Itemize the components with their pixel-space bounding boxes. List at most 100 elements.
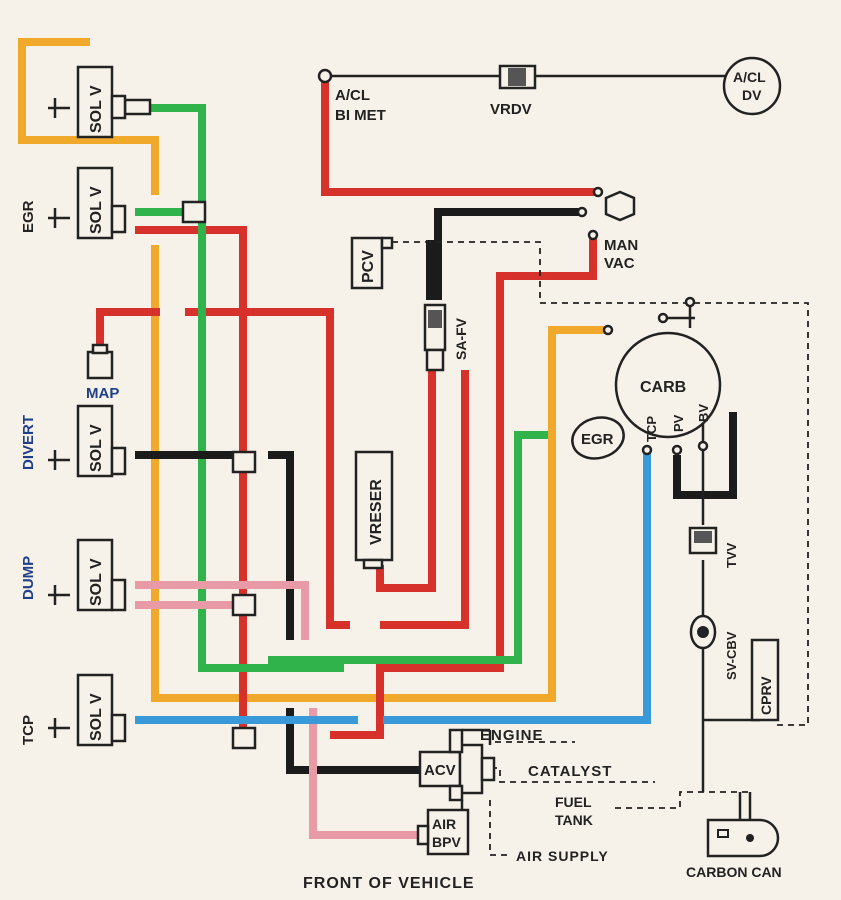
pcv-body	[350, 236, 384, 290]
sv-cbv-valve[interactable]: SV-CBV	[689, 614, 739, 680]
solenoid-valve-1[interactable]: SOL V	[76, 65, 127, 139]
acv-label: ACV	[424, 762, 456, 779]
carbon-can-label: CARBON CAN	[686, 864, 782, 880]
acl-dv-body	[722, 56, 782, 116]
port-icon	[602, 324, 614, 336]
acv-valve[interactable]: ACV	[418, 728, 496, 802]
sa-fv-valve[interactable]: SA-FV	[423, 303, 469, 372]
vreser-label: VRESER	[368, 479, 385, 545]
acv-outlet-port	[480, 756, 496, 782]
vreser-body	[354, 450, 394, 562]
solenoid-body	[76, 404, 114, 478]
manifold-vacuum-fitting[interactable]: MAN VAC	[576, 186, 638, 272]
vreser-port	[362, 558, 384, 570]
acv-top-port	[448, 728, 464, 754]
tvv-label: TVV	[724, 542, 739, 568]
acv-outlet	[458, 743, 484, 795]
sa-fv-label: SA-FV	[453, 317, 469, 360]
black-hose	[673, 412, 737, 499]
tee-connector	[231, 726, 257, 750]
sol-v-label: SOL V	[88, 85, 105, 133]
acl-dv-label-1: A/CL	[733, 69, 766, 85]
egr-valve-body	[571, 416, 625, 460]
solenoid-valve-divert[interactable]: SOL V	[76, 404, 127, 478]
green-hose	[150, 104, 344, 672]
cprv-valve[interactable]: CPRV	[750, 638, 780, 722]
map-sensor-port	[91, 343, 109, 355]
red-hose	[330, 238, 597, 739]
dashed-line	[615, 791, 750, 809]
port-icon	[576, 206, 588, 218]
carb-port-bv: BV	[696, 404, 711, 422]
egr-valve-label: EGR	[581, 431, 614, 448]
solenoid-valve-egr[interactable]: SOL V	[76, 166, 127, 240]
solenoid-body	[76, 538, 114, 612]
red-hose	[96, 308, 160, 355]
port-icon	[671, 444, 683, 456]
tvv-valve[interactable]: TVV	[688, 526, 739, 568]
blue-hose	[383, 450, 651, 724]
egr-side-label: EGR	[20, 200, 37, 233]
solenoid-port	[110, 578, 127, 612]
air-bpv-port	[416, 824, 430, 846]
engine-label: ENGINE	[480, 727, 544, 744]
acl-bimet-label-2: BI MET	[335, 107, 386, 124]
solenoid-valve-dump[interactable]: SOL V	[76, 538, 127, 612]
red-hose	[321, 76, 598, 196]
sa-fv-port	[425, 348, 445, 372]
pcv-port	[380, 236, 394, 250]
tcp-side-label: TCP	[20, 715, 37, 745]
port-icon	[641, 444, 653, 456]
vacuum-reservoir[interactable]: VRESER	[354, 450, 394, 570]
acl-dv-label-2: DV	[742, 87, 762, 103]
acl-bimet-label-1: A/CL	[335, 87, 370, 104]
man-vac-label-2: VAC	[604, 255, 635, 272]
air-bpv-valve[interactable]: AIR BPV	[416, 808, 470, 856]
port-icon	[697, 440, 709, 452]
man-vac-hex-icon	[604, 190, 636, 222]
yellow-hose	[18, 38, 159, 195]
port-icon	[684, 296, 696, 308]
red-hose	[185, 308, 350, 629]
black-hose	[286, 708, 420, 774]
vrdv-valve[interactable]: VRDV	[490, 64, 537, 118]
yellow-hose	[151, 245, 608, 702]
carbon-can-dot-icon	[746, 834, 754, 842]
sv-cbv-center-icon	[697, 626, 709, 638]
tee-connectors	[123, 98, 257, 750]
sol-v-label: SOL V	[88, 693, 105, 741]
vrdv-label: VRDV	[490, 101, 532, 118]
connector	[123, 98, 152, 116]
carbon-can-port-icon	[717, 829, 729, 838]
carburetor[interactable]: CARB TCP PV BV	[602, 296, 722, 456]
carb-port-pv: PV	[671, 414, 686, 432]
tvv-filter-icon	[694, 531, 712, 543]
port-icon	[657, 312, 669, 324]
solenoid-body	[76, 166, 114, 240]
pcv-valve[interactable]: PCV	[350, 236, 394, 290]
pink-hose	[135, 581, 309, 640]
dashed-line	[480, 767, 655, 783]
divert-side-label: DIVERT	[20, 415, 37, 470]
map-sensor[interactable]: MAP	[86, 343, 119, 402]
carbon-canister[interactable]: CARBON CAN	[686, 818, 782, 880]
air-supply-label: AIR SUPPLY	[516, 848, 609, 864]
catalyst-label: CATALYST	[528, 763, 612, 780]
acl-bimet-port-icon	[317, 68, 333, 84]
sol-v-label: SOL V	[88, 558, 105, 606]
tee-connector	[231, 593, 257, 617]
tee-connector	[231, 450, 257, 474]
hose-lines	[18, 38, 737, 839]
egr-valve[interactable]: EGR	[568, 412, 629, 464]
red-hose	[135, 226, 247, 740]
pcv-label: PCV	[360, 250, 377, 283]
fuel-label: FUEL	[555, 794, 592, 810]
acl-dv-valve[interactable]: A/CL DV	[722, 56, 782, 116]
front-of-vehicle-label: FRONT OF VEHICLE	[303, 875, 475, 892]
solenoid-valve-tcp[interactable]: SOL V	[76, 673, 127, 747]
solenoid-port	[110, 204, 127, 234]
tank-label: TANK	[555, 812, 593, 828]
dashed-line	[489, 800, 510, 856]
carb-port-tcp: TCP	[644, 416, 659, 442]
